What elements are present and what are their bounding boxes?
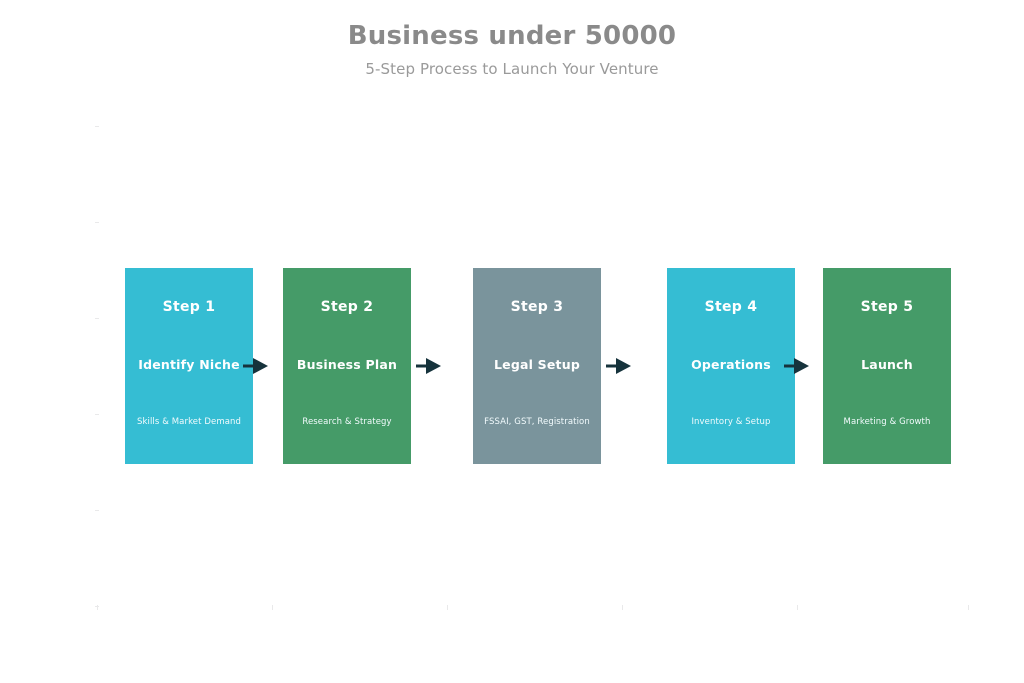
axis-tick-x-4 bbox=[797, 605, 798, 610]
step-caption-3: FSSAI, GST, Registration bbox=[484, 417, 590, 427]
arrow-right-icon-3 bbox=[604, 354, 638, 378]
axis-tick-y-1 bbox=[95, 222, 99, 223]
step-box-5[interactable]: Step 5 Launch Marketing & Growth bbox=[823, 268, 951, 464]
arrow-right-icon-1 bbox=[241, 354, 275, 378]
axis-tick-x-2 bbox=[447, 605, 448, 610]
axis-tick-y-4 bbox=[95, 510, 99, 511]
arrow-right-icon-2 bbox=[414, 354, 448, 378]
step-caption-5: Marketing & Growth bbox=[843, 417, 931, 427]
page-title: Business under 50000 bbox=[347, 21, 677, 51]
step-number-3: Step 3 bbox=[510, 299, 564, 315]
step-title-3: Legal Setup bbox=[494, 357, 580, 372]
axis-tick-x-3 bbox=[622, 605, 623, 610]
step-box-4[interactable]: Step 4 Operations Inventory & Setup bbox=[667, 268, 795, 464]
axis-tick-x-0 bbox=[97, 605, 98, 610]
step-title-5: Launch bbox=[861, 357, 913, 372]
step-box-1[interactable]: Step 1 Identify Niche Skills & Market De… bbox=[125, 268, 253, 464]
axis-tick-x-1 bbox=[272, 605, 273, 610]
axis-tick-y-2 bbox=[95, 318, 99, 319]
step-caption-2: Research & Strategy bbox=[302, 417, 392, 427]
arrow-right-icon-4 bbox=[782, 354, 816, 378]
step-number-4: Step 4 bbox=[704, 299, 758, 315]
step-number-5: Step 5 bbox=[860, 299, 914, 315]
axis-tick-y-0 bbox=[95, 126, 99, 127]
step-box-3[interactable]: Step 3 Legal Setup FSSAI, GST, Registrat… bbox=[473, 268, 601, 464]
step-caption-4: Inventory & Setup bbox=[691, 417, 771, 427]
axis-tick-x-5 bbox=[968, 605, 969, 610]
step-title-4: Operations bbox=[691, 357, 771, 372]
step-caption-1: Skills & Market Demand bbox=[136, 417, 242, 427]
step-title-2: Business Plan bbox=[296, 357, 398, 372]
step-number-1: Step 1 bbox=[162, 299, 216, 315]
step-number-2: Step 2 bbox=[320, 299, 374, 315]
step-title-1: Identify Niche bbox=[138, 357, 240, 372]
step-box-2[interactable]: Step 2 Business Plan Research & Strategy bbox=[283, 268, 411, 464]
page-subtitle: 5-Step Process to Launch Your Venture bbox=[365, 60, 659, 78]
axis-tick-y-3 bbox=[95, 414, 99, 415]
